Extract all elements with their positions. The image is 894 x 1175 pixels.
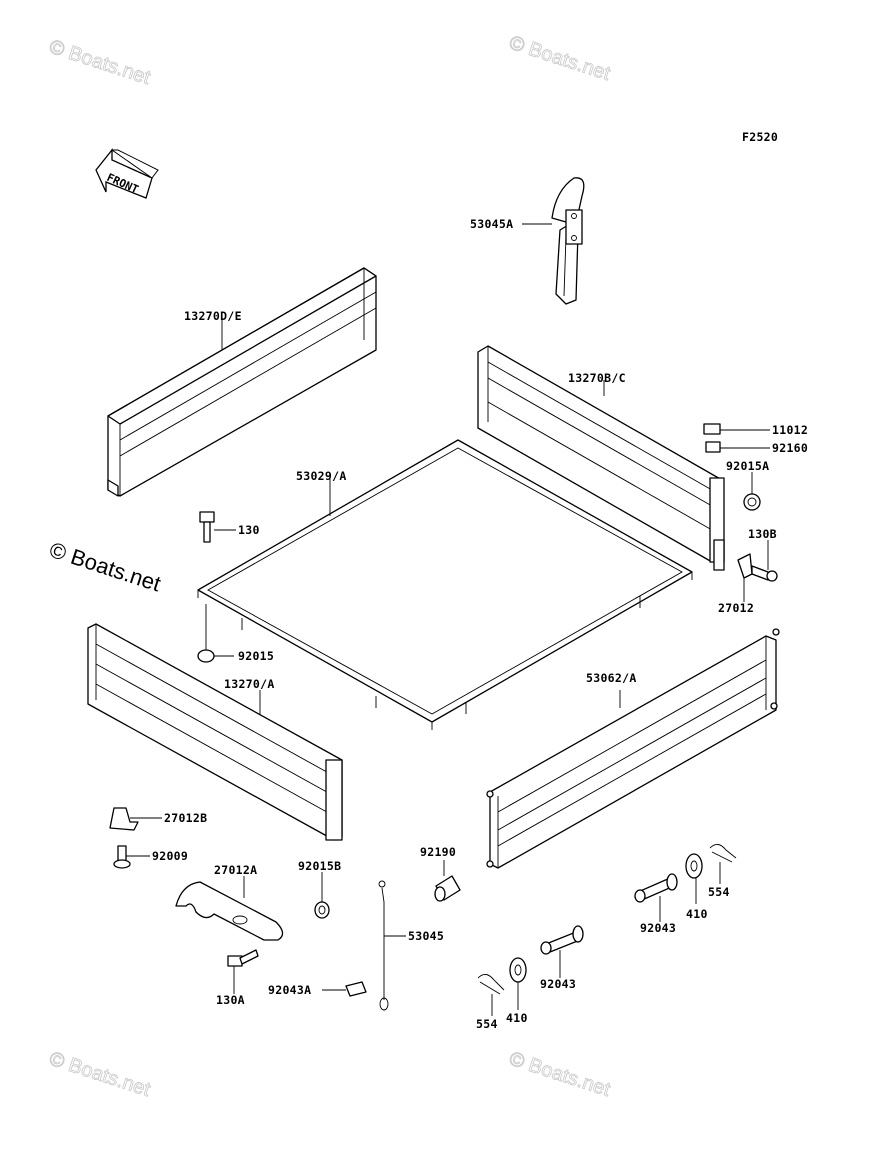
- watermark-top-right: © Boats.net: [506, 32, 613, 85]
- cotter-pin-554-center: [477, 974, 505, 995]
- callout-13270a: 13270/A: [224, 677, 275, 691]
- callout-92009: 92009: [152, 849, 188, 863]
- callout-92015a: 92015A: [726, 459, 769, 473]
- clip-92043a: [345, 981, 367, 997]
- callout-13270de: 13270D/E: [184, 309, 242, 323]
- nut-92015a: [743, 493, 761, 511]
- callout-13270bc: 13270B/C: [568, 371, 626, 385]
- pin-92043-center: [540, 925, 584, 955]
- callout-53062a: 53062/A: [586, 671, 637, 685]
- callout-130a: 130A: [216, 993, 245, 1007]
- callout-92043-center: 92043: [540, 977, 576, 991]
- side-panel-13270a: [87, 623, 343, 841]
- callout-27012: 27012: [718, 601, 754, 615]
- callout-130b: 130B: [748, 527, 777, 541]
- deck-frame-53029a: [197, 439, 693, 730]
- callout-554-right: 554: [708, 885, 730, 899]
- bushing-92190: [434, 875, 461, 902]
- screw-92009: [113, 845, 131, 869]
- nut-92015b: [314, 901, 330, 919]
- bracket-27012: [737, 553, 753, 579]
- bracket-27012b: [109, 807, 139, 831]
- callout-130: 130: [238, 523, 260, 537]
- callout-92043a: 92043A: [268, 983, 311, 997]
- callout-27012a: 27012A: [214, 863, 257, 877]
- side-panel-13270bc: [477, 345, 725, 571]
- front-arrow-icon: FRONT: [95, 148, 159, 199]
- part-92160: [705, 441, 721, 453]
- callout-554-center: 554: [476, 1017, 498, 1031]
- callout-92160: 92160: [772, 441, 808, 455]
- callout-92015b: 92015B: [298, 859, 341, 873]
- figure-code: F2520: [742, 130, 778, 144]
- plate-27012a: [175, 881, 284, 941]
- callout-92043-right: 92043: [640, 921, 676, 935]
- callout-53045a: 53045A: [470, 217, 513, 231]
- callout-53029a: 53029/A: [296, 469, 347, 483]
- tailgate-53062a: [486, 628, 780, 869]
- callout-92015: 92015: [238, 649, 274, 663]
- callout-11012: 11012: [772, 423, 808, 437]
- washer-410-right: [685, 853, 703, 879]
- callout-53045: 53045: [408, 929, 444, 943]
- watermark-dark: © Boats.net: [46, 537, 163, 596]
- watermark-bottom-left: © Boats.net: [46, 1048, 153, 1101]
- bolt-130b: [751, 565, 778, 582]
- washer-410-center: [509, 957, 527, 983]
- bolt-130a: [227, 949, 259, 967]
- callout-410-right: 410: [686, 907, 708, 921]
- cable-53045: [378, 880, 389, 1011]
- bolt-130: [199, 511, 215, 543]
- nut-92015: [197, 604, 215, 663]
- callout-27012b: 27012B: [164, 811, 207, 825]
- callout-92190: 92190: [420, 845, 456, 859]
- watermark-bottom-right: © Boats.net: [506, 1048, 613, 1101]
- callout-410-center: 410: [506, 1011, 528, 1025]
- cap-11012: [703, 423, 721, 435]
- cotter-pin-554-right: [709, 844, 737, 863]
- side-panel-13270de: [107, 267, 377, 497]
- latch-53045a: [551, 177, 585, 305]
- pin-92043-right: [634, 873, 678, 903]
- watermark-top-left: © Boats.net: [46, 36, 153, 89]
